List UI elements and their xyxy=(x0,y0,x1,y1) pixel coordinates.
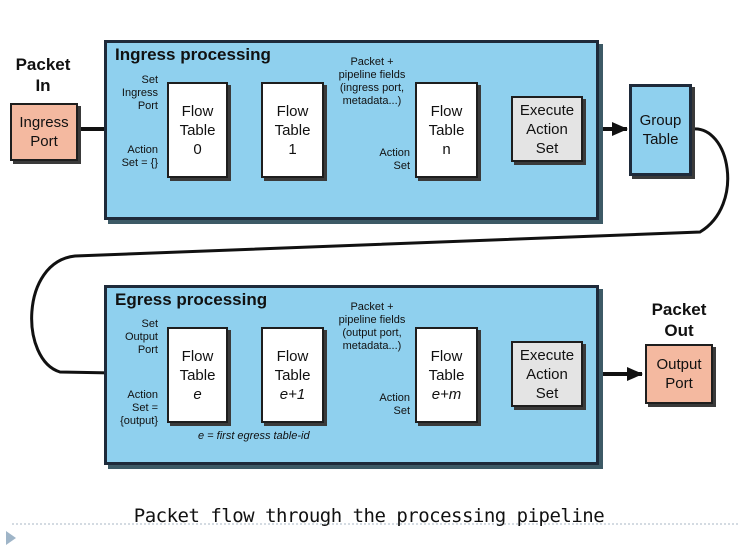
egress-pipeline-label: Packet +pipeline fields(output port,meta… xyxy=(338,301,406,352)
ingress-title: Ingress processing xyxy=(115,45,271,64)
figure-caption: Packet flow through the processing pipel… xyxy=(133,505,605,527)
ingress-pipeline-label: Packet +pipeline fields(ingress port,met… xyxy=(338,56,406,107)
group-to-egress-loop xyxy=(30,127,730,381)
egress-table-id-note: e = first egress table-id xyxy=(198,430,310,442)
slide-bullet-icon xyxy=(6,531,16,545)
egress-title: Egress processing xyxy=(115,290,268,309)
